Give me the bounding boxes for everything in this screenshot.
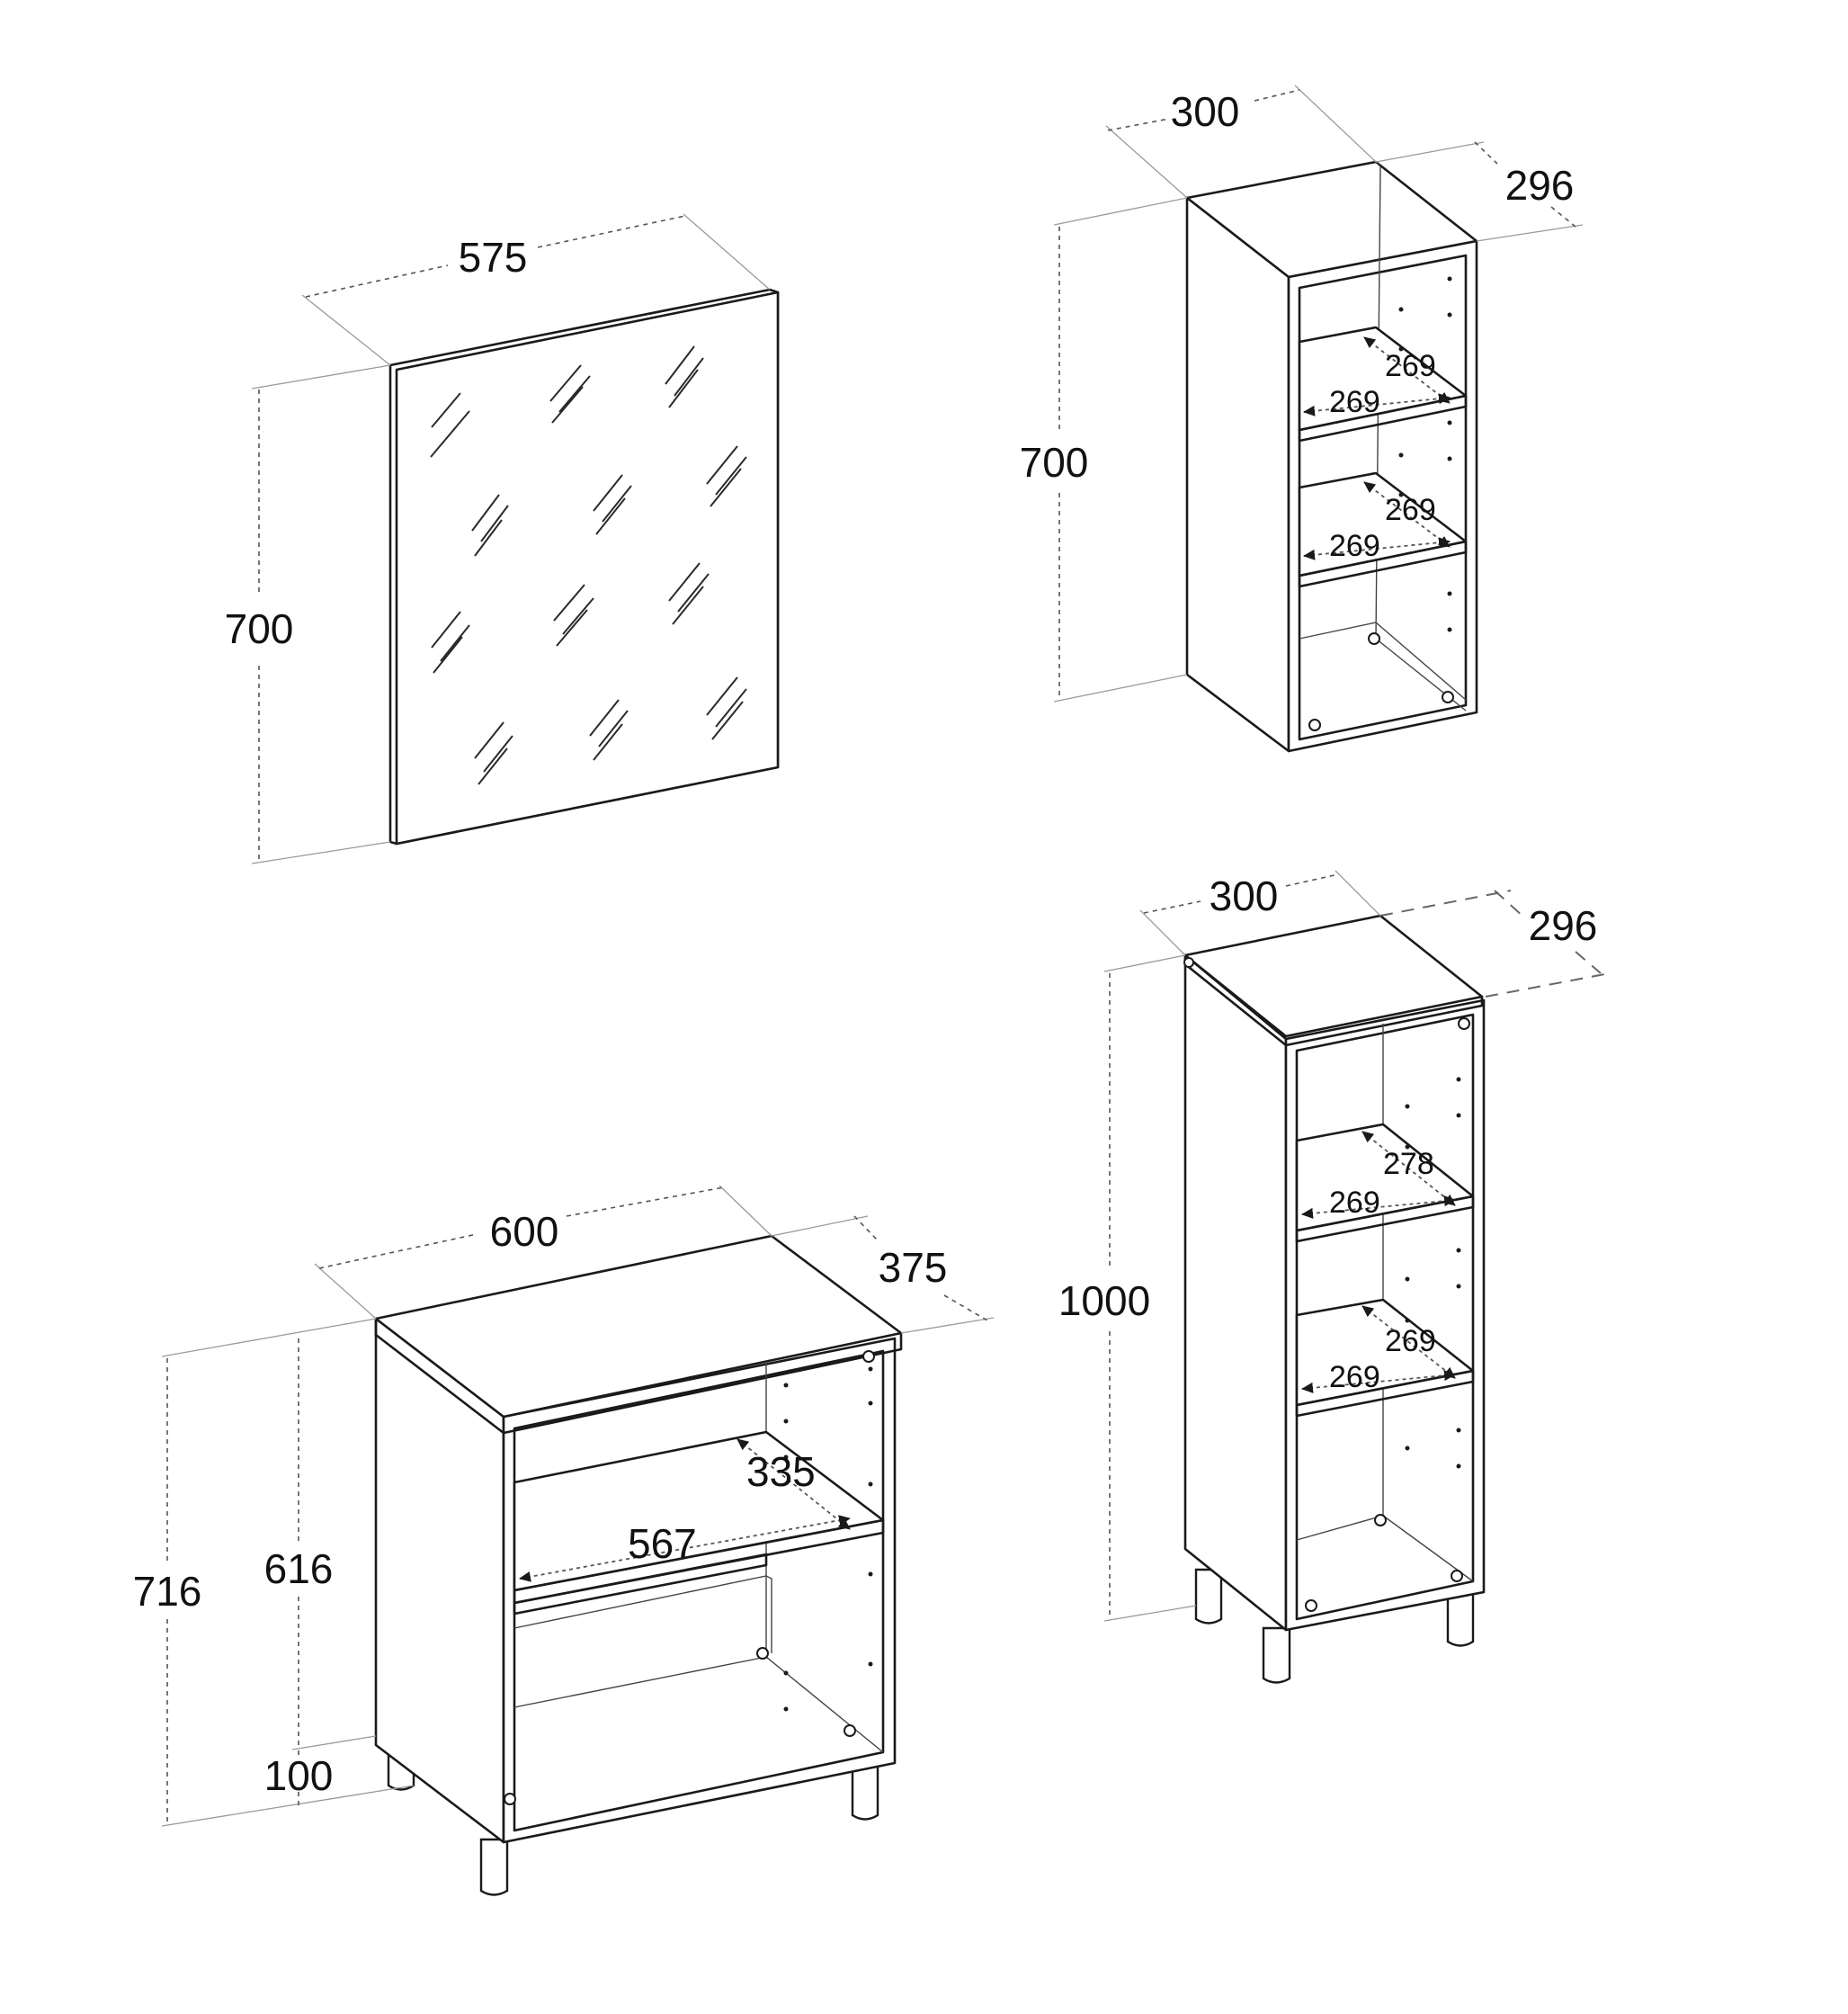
- tall-cabinet-depth-dimension: 296: [1379, 890, 1611, 998]
- base-cabinet-drawing: 335 567 600 375 716 616 100: [133, 1185, 995, 1896]
- tall-cabinet-shelf-dims: 278 269 269 269: [1301, 1131, 1456, 1394]
- base-cabinet-body-height-label: 616: [264, 1545, 334, 1592]
- tall-cabinet-pin-holes: [1183, 957, 1470, 1612]
- tall-cabinet-width-dimension: 300: [1139, 870, 1381, 956]
- base-cabinet-pin-holes: [504, 1350, 875, 1805]
- mirror-width-dimension: 575: [301, 213, 771, 366]
- tall-cabinet-height-label: 1000: [1058, 1277, 1150, 1324]
- wall-cabinet-shelf2-depth: 269: [1385, 493, 1436, 527]
- base-cabinet-depth-dimension: 375: [771, 1215, 995, 1334]
- base-cabinet-body-height-dimension: 616: [264, 1338, 377, 1750]
- base-cabinet-inner: [513, 1349, 885, 1832]
- tall-cabinet-side: [1183, 953, 1288, 1632]
- wall-cabinet-width-dimension: 300: [1105, 85, 1377, 199]
- wall-cabinet-drawing: 269 269 269 269 300 296 700: [1020, 85, 1584, 753]
- tall-cabinet-width-label: 300: [1210, 873, 1279, 919]
- mirror-drawing: 575 700: [225, 213, 780, 864]
- tall-cabinet-shelf2-width: 269: [1329, 1360, 1380, 1394]
- wall-cabinet-depth-label: 296: [1505, 162, 1575, 209]
- wall-cabinet-pin-holes: [1308, 276, 1454, 731]
- mirror-height-label: 700: [225, 605, 294, 652]
- wall-cabinet-depth-dimension: 296: [1375, 141, 1584, 242]
- base-cabinet-shelf-depth: 335: [746, 1448, 816, 1495]
- base-cabinet-leg-height-dimension: 100: [264, 1750, 334, 1810]
- wall-cabinet-shelf1-width: 269: [1329, 385, 1380, 419]
- mirror-width-label: 575: [459, 234, 528, 281]
- tall-cabinet-drawing: 278 269 269 269 300 296 1000: [1058, 870, 1611, 1684]
- base-cabinet-shelf-dims: 335 567: [519, 1438, 851, 1582]
- mirror-reflection-marks: [430, 345, 747, 785]
- base-cabinet-total-height-dimension: 716: [133, 1318, 415, 1827]
- tall-cabinet-shelf1-depth: 278: [1383, 1147, 1434, 1181]
- wall-cabinet-shelf1-depth: 269: [1385, 349, 1436, 383]
- wall-cabinet-shelf2-width: 269: [1329, 529, 1380, 563]
- wall-cabinet-width-label: 300: [1171, 88, 1240, 135]
- wall-cabinet-height-label: 700: [1020, 439, 1089, 486]
- base-cabinet-shelf-width: 567: [628, 1520, 697, 1567]
- base-cabinet-width-dimension: 600: [314, 1185, 772, 1320]
- tall-cabinet-shelf1-width: 269: [1329, 1186, 1380, 1220]
- mirror-glass: [395, 291, 780, 846]
- tall-cabinet-legs: [1194, 1568, 1475, 1684]
- wall-cabinet-height-dimension: 700: [1020, 197, 1188, 703]
- tall-cabinet-shelf2-depth: 269: [1385, 1324, 1436, 1358]
- base-cabinet-width-label: 600: [490, 1208, 559, 1255]
- base-cabinet-depth-label: 375: [879, 1244, 948, 1291]
- tall-cabinet-height-dimension: 1000: [1058, 954, 1197, 1622]
- tall-cabinet-depth-label: 296: [1529, 902, 1598, 949]
- mirror-height-dimension: 700: [225, 364, 391, 864]
- base-cabinet-leg-height-label: 100: [264, 1752, 334, 1799]
- base-cabinet-total-height-label: 716: [133, 1568, 202, 1615]
- wall-cabinet-side: [1185, 196, 1290, 753]
- wall-cabinet-shelf-dims: 269 269 269 269: [1303, 336, 1451, 563]
